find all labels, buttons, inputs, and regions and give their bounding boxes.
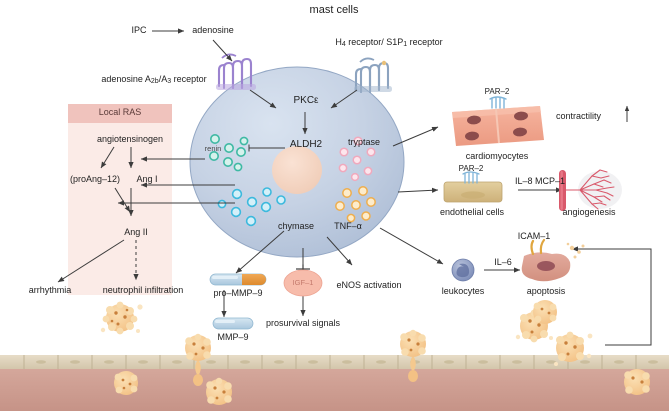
label-ang-i: Ang I (136, 174, 158, 184)
granulated-cell (114, 371, 138, 395)
label-prosurvival-signals: prosurvival signals (265, 318, 341, 328)
label-h4-s1p-receptor: H4 receptor/ S1P1 receptor (335, 37, 443, 48)
label-arrhythmia: arrhythmia (28, 285, 72, 295)
adenosine-receptor-icon (216, 53, 256, 90)
label-ang-ii: Ang II (124, 227, 148, 237)
renin-granules (209, 134, 249, 172)
granulated-cell (624, 369, 650, 395)
label-igf1: IGF–1 (292, 278, 314, 287)
tissue-layer (0, 355, 669, 411)
mast-cell-body (189, 66, 405, 258)
tnf-alpha-granules (335, 186, 376, 223)
granulated-cell (554, 331, 593, 366)
label-il6: IL–6 (494, 257, 512, 267)
label-angiogenesis: angiogenesis (562, 207, 616, 217)
label-proang12: (proAng–12) (69, 174, 121, 184)
label-leukocytes: leukocytes (441, 286, 485, 296)
label-contractility: contractility (556, 111, 602, 121)
label-par2-endothelial: PAR–2 (458, 164, 484, 173)
pro-mmp9-bar (209, 273, 267, 286)
tryptase-granules (338, 136, 376, 182)
label-chymase: chymase (277, 221, 315, 231)
label-il8-mcp1: IL–8 MCP–1 (514, 176, 566, 186)
angiogenesis-illustration (559, 169, 622, 211)
label-adenosine: adenosine (192, 25, 234, 35)
h4-s1p-receptor-icon (354, 57, 392, 94)
par2-receptor-cardio-icon (489, 96, 507, 109)
leukocyte-illustration (451, 258, 475, 282)
label-renin: renin (204, 144, 222, 153)
arrows-right-outputs (379, 126, 444, 265)
granulated-cell (100, 301, 143, 335)
label-ipc: IPC (131, 25, 147, 35)
label-endothelial-cells: endothelial cells (439, 207, 505, 217)
label-aldh2: ALDH2 (289, 139, 323, 150)
label-enos-activation: eNOS activation (336, 280, 402, 290)
arrows-chymase-downstream (221, 230, 353, 318)
par2-receptor-endo-icon (462, 171, 480, 184)
label-tryptase: tryptase (347, 137, 381, 147)
label-neutrophil-infiltration: neutrophil infiltration (102, 285, 184, 295)
local-ras-box (68, 104, 172, 295)
epithelial-nuclei (36, 360, 658, 364)
apoptotic-debris (566, 242, 585, 259)
epithelial-cell-borders (23, 355, 637, 369)
label-pkce: PKCε (293, 95, 319, 106)
endothelial-cells-illustration (443, 171, 503, 203)
granulated-cell (400, 329, 426, 382)
apoptosis-illustration (521, 238, 585, 282)
aldh2-inhibition-line (248, 144, 285, 152)
chymase-granules (217, 187, 286, 227)
tissue-mast-cells (100, 300, 650, 405)
granulated-cell (185, 333, 211, 386)
label-icam1: ICAM–1 (517, 231, 551, 241)
arrows-right-blocks (484, 187, 652, 346)
cardiomyocytes-illustration (452, 96, 544, 146)
label-pro-mmp9: pro–MMP–9 (213, 288, 263, 298)
granulated-cell (206, 377, 232, 405)
igf1-illustration (283, 269, 323, 297)
arrows-ras (57, 146, 235, 283)
mmp9-bar (212, 317, 254, 330)
label-mmp9: MMP–9 (217, 332, 249, 342)
icam1-icon (530, 238, 546, 256)
granulated-cell (533, 300, 557, 324)
label-adenosine-receptor: adenosine A2b/A3 receptor (101, 74, 207, 85)
label-local-ras: Local RAS (98, 107, 142, 117)
label-par2-cardiomyocyte: PAR–2 (484, 87, 510, 96)
arrows-top (152, 28, 358, 135)
label-cardiomyocytes: cardiomyocytes (465, 151, 529, 161)
label-apoptosis: apoptosis (526, 286, 566, 296)
label-tnf-alpha: TNF–α (334, 221, 362, 231)
figure-title: mast cells (309, 4, 359, 16)
label-angiotensinogen: angiotensinogen (96, 134, 164, 144)
